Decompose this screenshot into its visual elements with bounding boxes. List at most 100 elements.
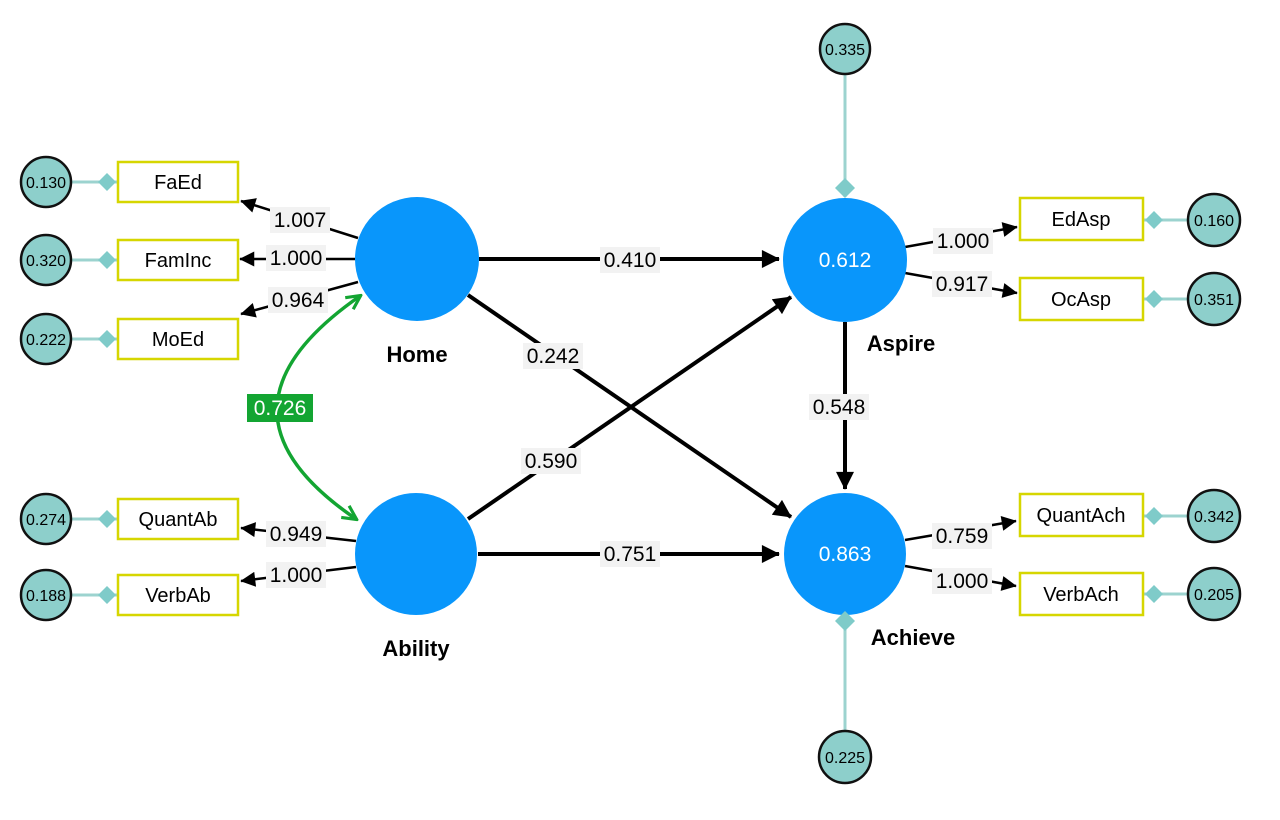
loading-label-ocasp: 0.917 bbox=[932, 271, 992, 297]
indicator-ocasp-label: OcAsp bbox=[1051, 289, 1111, 311]
path-coefficient: 0.751 bbox=[604, 543, 657, 566]
error-verbach[interactable] bbox=[1186, 566, 1242, 622]
error-quantach-value: 0.342 bbox=[1194, 509, 1234, 526]
indicator-quantab-label: QuantAb bbox=[139, 509, 218, 531]
indicator-verbab-label: VerbAb bbox=[145, 585, 211, 607]
latent-ability-label: Ability bbox=[382, 636, 450, 661]
error-faed[interactable] bbox=[19, 155, 73, 209]
path-coefficient: 0.242 bbox=[527, 345, 580, 368]
correlation-label-home-ability: 0.726 bbox=[247, 394, 313, 422]
loading-value: 0.964 bbox=[272, 289, 325, 312]
loading-label-bg bbox=[932, 271, 992, 297]
loading-label-bg bbox=[266, 562, 326, 588]
latent-ability[interactable] bbox=[355, 493, 477, 615]
latent-achieve-r2: 0.863 bbox=[819, 543, 872, 566]
error-ocasp-value: 0.351 bbox=[1194, 292, 1234, 309]
loading-label-edasp: 1.000 bbox=[933, 228, 993, 254]
loading-value: 1.000 bbox=[936, 570, 989, 593]
error-verbab[interactable] bbox=[19, 568, 73, 622]
loading-label-verbach: 1.000 bbox=[932, 568, 992, 594]
loading-label-verbab: 1.000 bbox=[266, 562, 326, 588]
indicator-quantab[interactable] bbox=[116, 497, 240, 541]
latent-home-label: Home bbox=[386, 342, 447, 367]
loading-label-quantab: 0.949 bbox=[266, 521, 326, 547]
path-label-bg bbox=[600, 541, 660, 567]
loading-value: 0.949 bbox=[270, 523, 323, 546]
diamond-quantach bbox=[1145, 507, 1163, 525]
latent-achieve[interactable] bbox=[784, 493, 906, 615]
diamond-faminc bbox=[98, 251, 116, 269]
indicator-edasp[interactable] bbox=[1018, 196, 1145, 242]
loading-label-moed: 0.964 bbox=[268, 287, 328, 313]
indicator-verbach-label: VerbAch bbox=[1043, 584, 1119, 606]
loading-label-bg bbox=[932, 568, 992, 594]
diamond-aspire bbox=[835, 178, 855, 198]
arrow-ability-aspire bbox=[466, 295, 793, 521]
path-label-bg bbox=[521, 448, 581, 474]
connector-diamonds bbox=[98, 173, 1163, 631]
indicator-ocasp[interactable] bbox=[1018, 276, 1145, 322]
diamond-edasp bbox=[1145, 211, 1163, 229]
error-achieve-value: 0.225 bbox=[825, 750, 865, 767]
indicator-quantach-label: QuantAch bbox=[1037, 505, 1126, 527]
error-faed-value: 0.130 bbox=[26, 175, 66, 192]
loading-label-bg bbox=[933, 228, 993, 254]
error-nodes: 0.130 0.320 0.222 0.274 0.188 0.160 0.35… bbox=[19, 22, 1242, 785]
diamond-quantab bbox=[98, 510, 116, 528]
diamond-verbab bbox=[98, 586, 116, 604]
indicator-moed-label: MoEd bbox=[152, 329, 204, 351]
path-coefficient-labels: 0.410 0.242 0.590 0.751 0.548 bbox=[521, 247, 869, 567]
loading-label-bg bbox=[266, 521, 326, 547]
loading-labels: 1.007 1.000 0.964 0.949 1.000 1.000 0.91… bbox=[266, 207, 993, 594]
path-coefficient: 0.410 bbox=[604, 249, 657, 272]
loading-label-bg bbox=[270, 207, 330, 233]
loading-label-faminc: 1.000 bbox=[266, 245, 326, 271]
diamond-faed bbox=[98, 173, 116, 191]
loading-value: 1.000 bbox=[270, 564, 323, 587]
error-moed-value: 0.222 bbox=[26, 332, 66, 349]
error-achieve[interactable] bbox=[817, 729, 873, 785]
error-quantab-value: 0.274 bbox=[26, 512, 66, 529]
path-coefficient: 0.590 bbox=[525, 450, 578, 473]
path-label-bg bbox=[600, 247, 660, 273]
indicator-edasp-label: EdAsp bbox=[1052, 209, 1111, 231]
error-aspire[interactable] bbox=[818, 22, 872, 76]
latent-aspire[interactable] bbox=[783, 198, 907, 322]
path-label-aspire-achieve: 0.548 bbox=[809, 394, 869, 420]
error-moed[interactable] bbox=[19, 312, 73, 366]
correlation-label-bg bbox=[247, 394, 313, 422]
loading-value: 0.759 bbox=[936, 525, 989, 548]
latent-nodes: Home Ability 0.612 Aspire 0.863 Achieve bbox=[355, 197, 955, 661]
loading-value: 1.000 bbox=[937, 230, 990, 253]
indicator-moed[interactable] bbox=[116, 317, 240, 361]
error-edasp[interactable] bbox=[1186, 192, 1242, 248]
latent-home[interactable] bbox=[355, 197, 479, 321]
error-verbab-value: 0.188 bbox=[26, 588, 66, 605]
error-quantab[interactable] bbox=[19, 492, 73, 546]
indicator-faminc[interactable] bbox=[116, 238, 240, 282]
loading-label-bg bbox=[268, 287, 328, 313]
indicator-faed[interactable] bbox=[116, 160, 240, 204]
loading-value: 1.007 bbox=[274, 209, 327, 232]
error-faminc[interactable] bbox=[19, 233, 73, 287]
loading-value: 0.917 bbox=[936, 273, 989, 296]
error-edasp-value: 0.160 bbox=[1194, 213, 1234, 230]
path-coefficient: 0.548 bbox=[813, 396, 866, 419]
path-label-ability-aspire: 0.590 bbox=[521, 448, 581, 474]
path-label-ability-achieve: 0.751 bbox=[600, 541, 660, 567]
indicator-faminc-label: FamInc bbox=[145, 250, 212, 272]
diamond-verbach bbox=[1145, 585, 1163, 603]
error-ocasp[interactable] bbox=[1186, 271, 1242, 327]
error-quantach[interactable] bbox=[1186, 488, 1242, 544]
path-label-home-aspire: 0.410 bbox=[600, 247, 660, 273]
indicator-nodes: FaEd FamInc MoEd QuantAb VerbAb EdAsp Oc… bbox=[116, 160, 1145, 617]
indicator-quantach[interactable] bbox=[1018, 492, 1145, 538]
indicator-verbach[interactable] bbox=[1018, 571, 1145, 617]
loading-label-bg bbox=[932, 523, 992, 549]
latent-aspire-r2: 0.612 bbox=[819, 249, 872, 272]
loading-label-faed: 1.007 bbox=[270, 207, 330, 233]
loading-label-bg bbox=[266, 245, 326, 271]
indicator-verbab[interactable] bbox=[116, 573, 240, 617]
